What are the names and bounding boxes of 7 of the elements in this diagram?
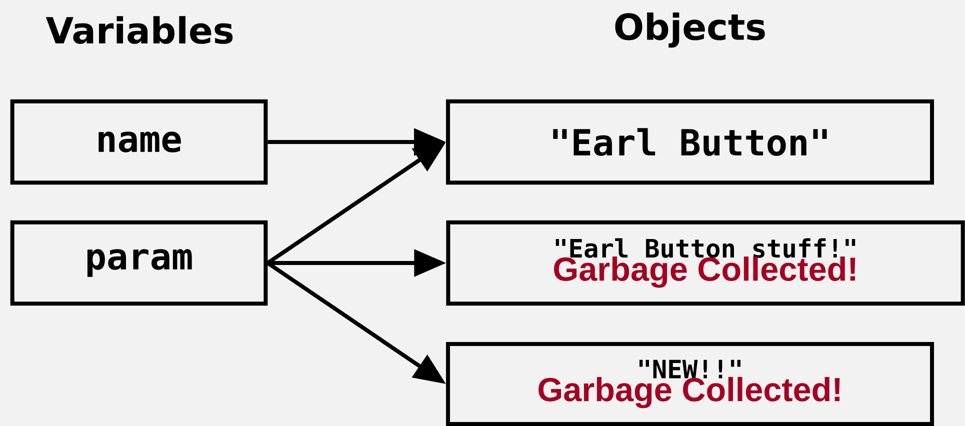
column-heading: Variables (46, 16, 233, 44)
column-heading: Objects (615, 12, 765, 48)
box: "Earl Button" (446, 99, 934, 185)
box: "NEW!!" Garbage Collected! (446, 342, 934, 426)
box: param (10, 220, 268, 306)
box: name (10, 99, 268, 185)
box: "Earl Button stuff!" Garbage Collected! (446, 220, 965, 306)
